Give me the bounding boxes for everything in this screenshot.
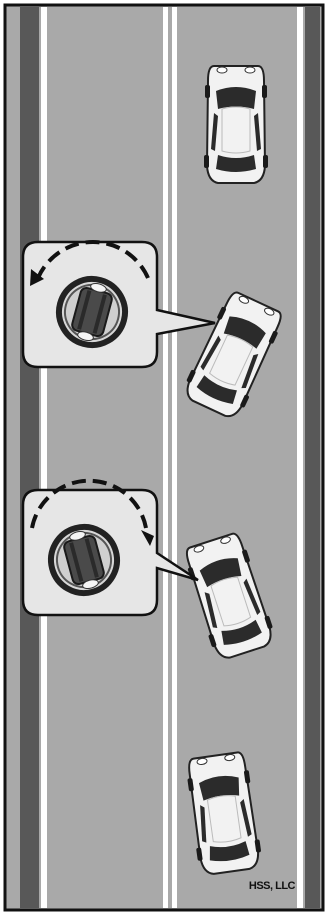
left-shoulder (20, 7, 39, 908)
right-shoulder (305, 7, 320, 908)
credit-label: HSS, LLC (249, 880, 295, 892)
left-edge-line (41, 7, 47, 908)
center-line-right (172, 7, 177, 908)
car-icon (204, 66, 268, 183)
right-edge-line (297, 7, 303, 908)
center-line-left (163, 7, 168, 908)
